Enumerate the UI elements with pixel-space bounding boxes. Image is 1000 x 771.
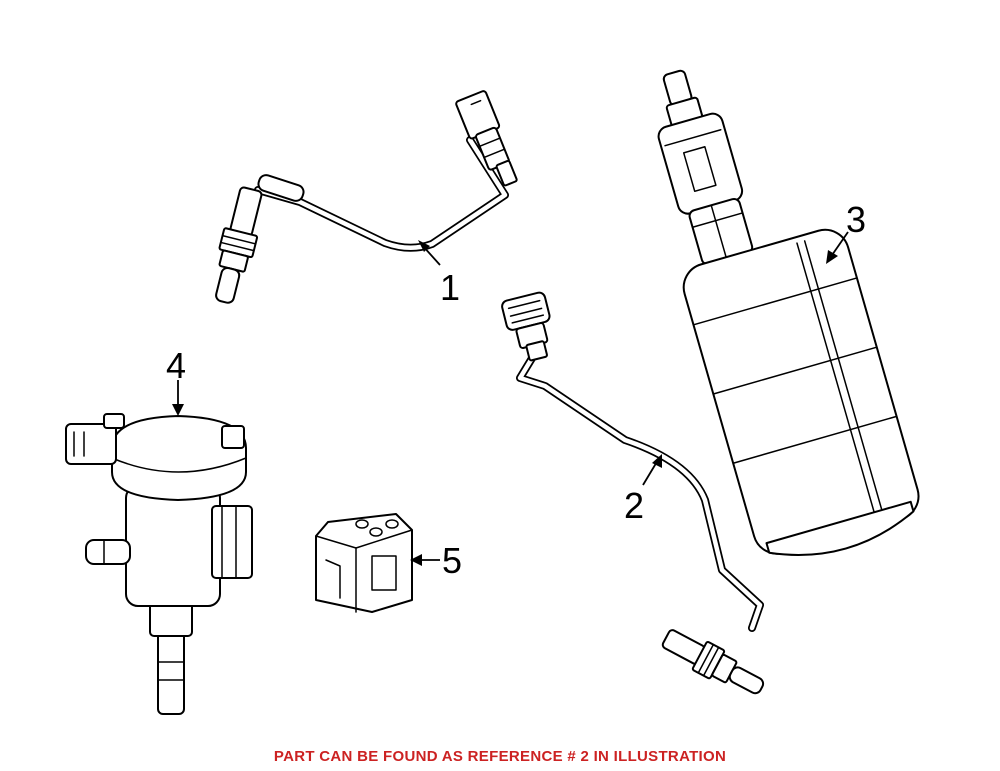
callout-3-label: 3 bbox=[846, 199, 866, 240]
part-3-charcoal-canister[interactable] bbox=[625, 40, 928, 572]
callout-3: 3 bbox=[826, 199, 866, 264]
callout-5: 5 bbox=[410, 540, 462, 581]
part-2-oxygen-sensor[interactable] bbox=[501, 291, 769, 702]
callout-2: 2 bbox=[624, 454, 662, 526]
callout-5-label: 5 bbox=[442, 540, 462, 581]
callout-1: 1 bbox=[418, 240, 460, 308]
part-1-oxygen-sensor[interactable] bbox=[207, 90, 521, 306]
callout-1-label: 1 bbox=[440, 267, 460, 308]
callout-4: 4 bbox=[166, 345, 186, 416]
callout-2-label: 2 bbox=[624, 485, 644, 526]
part-4-purge-valve[interactable] bbox=[65, 413, 253, 715]
reference-caption: PART CAN BE FOUND AS REFERENCE # 2 IN IL… bbox=[273, 748, 727, 765]
callout-4-label: 4 bbox=[166, 345, 186, 386]
part-5-connector[interactable] bbox=[315, 513, 413, 613]
